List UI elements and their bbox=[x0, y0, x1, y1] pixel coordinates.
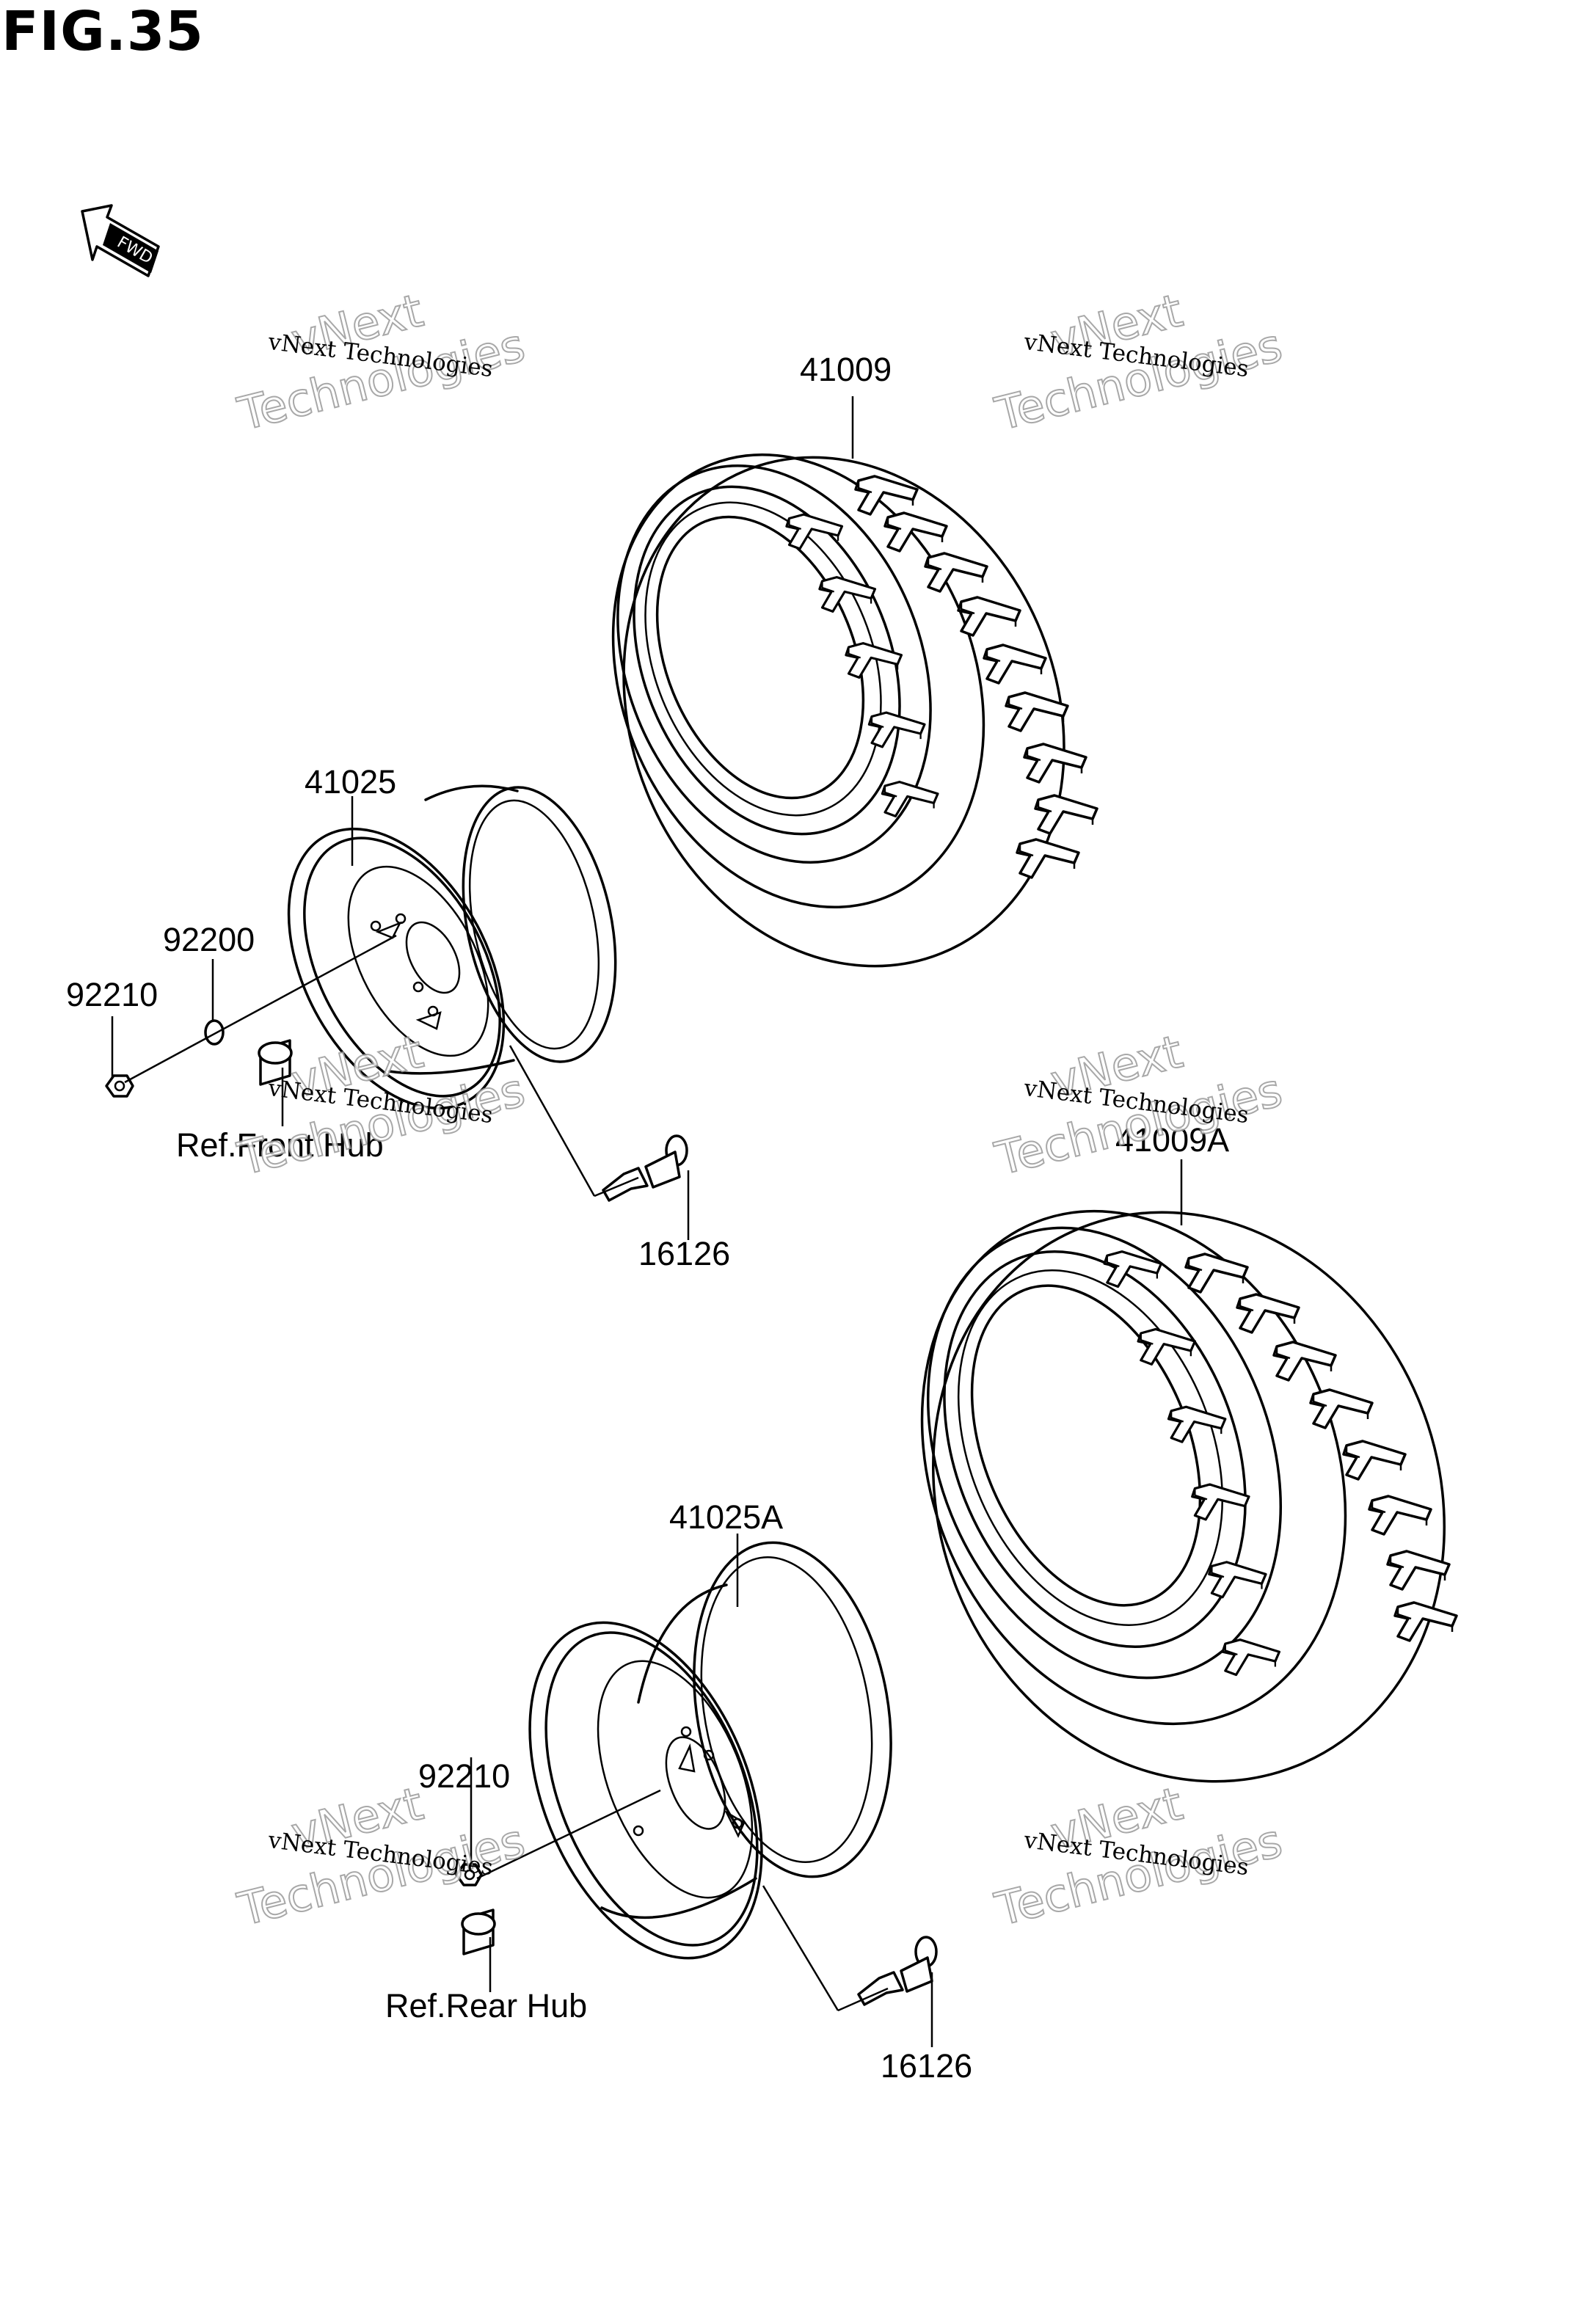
rear-wheel bbox=[528, 1541, 892, 1960]
rear-valve-16126 bbox=[857, 1936, 938, 2006]
leader-lines bbox=[111, 396, 1183, 2047]
front-wheel bbox=[287, 784, 617, 1110]
label-ref-rear-hub: Ref.Rear Hub bbox=[385, 1987, 588, 2024]
front-nut-92210 bbox=[105, 1074, 134, 1098]
rear-hub-ref bbox=[461, 1908, 496, 1955]
front-washer-92200 bbox=[204, 1019, 225, 1046]
label-92200: 92200 bbox=[163, 921, 255, 958]
front-valve-16126 bbox=[602, 1134, 688, 1202]
label-41009: 41009 bbox=[800, 351, 892, 388]
label-92210-rear: 92210 bbox=[418, 1757, 511, 1795]
label-41009a: 41009A bbox=[1115, 1121, 1230, 1159]
label-41025: 41025 bbox=[305, 763, 397, 801]
label-41025a: 41025A bbox=[669, 1498, 784, 1536]
label-16126-rear: 16126 bbox=[881, 2047, 973, 2085]
fwd-arrow-icon: FWD bbox=[81, 204, 160, 277]
figure-title: FIG.35 bbox=[1, 0, 204, 63]
rear-nut-92210 bbox=[455, 1863, 483, 1886]
rear-tire bbox=[920, 1209, 1458, 1783]
label-92210-front: 92210 bbox=[66, 976, 158, 1013]
front-tire bbox=[611, 453, 1098, 968]
label-16126-front: 16126 bbox=[638, 1235, 731, 1272]
label-ref-front-hub: Ref.Front Hub bbox=[176, 1126, 384, 1164]
